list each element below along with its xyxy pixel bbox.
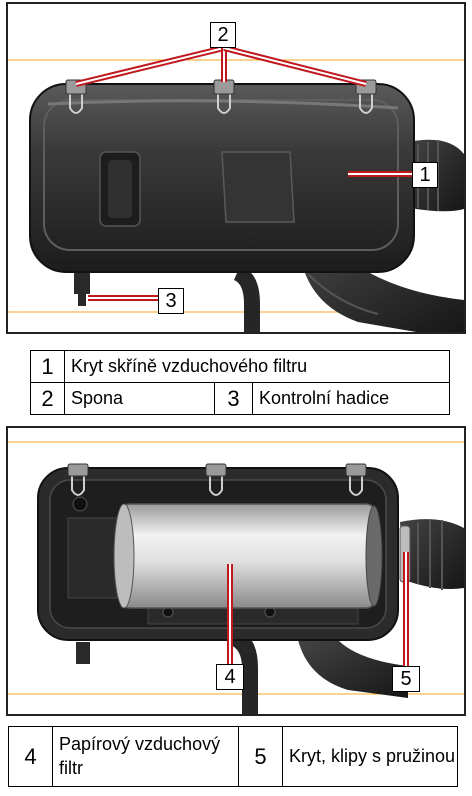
legend-number: 1 xyxy=(30,350,65,383)
callout-label-5: 5 xyxy=(392,666,420,692)
callout-label-2: 2 xyxy=(210,22,236,48)
legend-text: Kontrolní hadice xyxy=(252,382,450,415)
legend-table-bottom: 4 Papírový vzduchový filtr 5 Kryt, klipy… xyxy=(8,726,458,787)
legend-table-top: 1 Kryt skříně vzduchového filtru 2 Spona… xyxy=(30,350,450,415)
callout-label-1: 1 xyxy=(412,162,438,188)
legend-row: 1 Kryt skříně vzduchového filtru xyxy=(30,350,450,383)
callout-leader-2 xyxy=(75,45,367,87)
callout-label-3: 3 xyxy=(158,288,184,314)
legend-number: 5 xyxy=(238,726,283,787)
legend-row: 4 Papírový vzduchový filtr 5 Kryt, klipy… xyxy=(8,726,458,787)
legend-text: Spona xyxy=(64,382,215,415)
legend-number: 4 xyxy=(8,726,53,787)
legend-text: Papírový vzduchový filtr xyxy=(52,726,239,787)
air-filter-closed-illustration: · · 2 1 3 xyxy=(6,2,466,334)
air-filter-open-illustration: 4 5 xyxy=(6,426,466,716)
air-filter-housing-drawing: · · xyxy=(8,45,464,332)
legend-number: 2 xyxy=(30,382,65,415)
svg-text:· ·: · · xyxy=(12,304,17,310)
legend-text: Kryt skříně vzduchového filtru xyxy=(64,350,450,383)
air-filter-open-drawing xyxy=(8,441,464,714)
callout-label-4: 4 xyxy=(216,664,244,690)
legend-row: 2 Spona 3 Kontrolní hadice xyxy=(30,382,450,415)
legend-text: Kryt, klipy s pružinou xyxy=(282,726,458,787)
legend-number: 3 xyxy=(214,382,253,415)
